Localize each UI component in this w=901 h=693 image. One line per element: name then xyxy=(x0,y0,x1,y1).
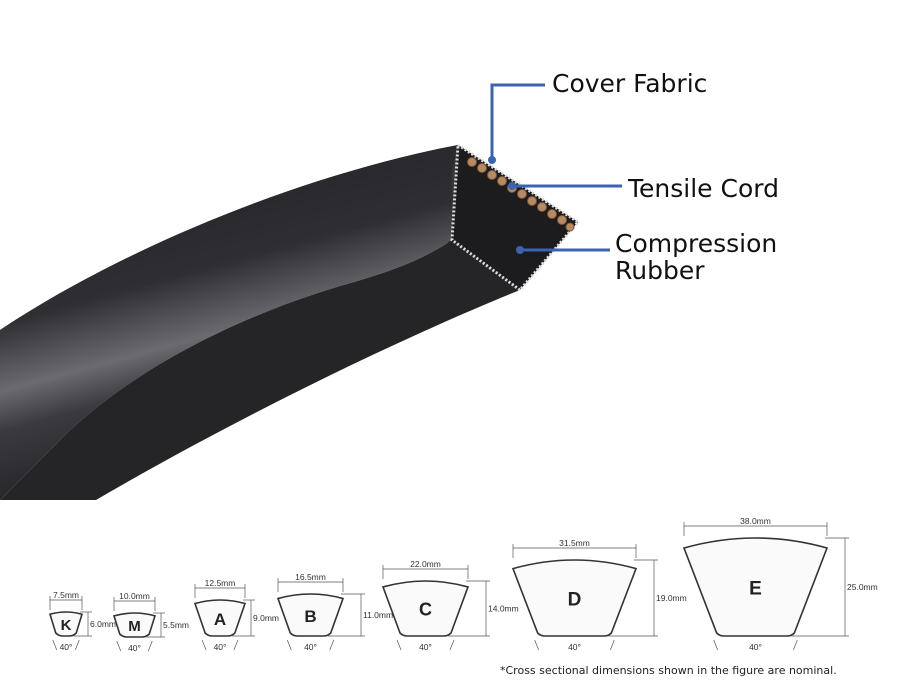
cover-fabric-dot xyxy=(488,156,496,164)
section-top-width-e: 38.0mm xyxy=(740,516,771,526)
cross-section-chart: K 7.5mm 6.0mm 40° M 10.0mm 5.5mm 40° A 12.5mm 9.0m… xyxy=(48,516,878,653)
section-angle-m: 40° xyxy=(128,643,141,653)
section-angle-e: 40° xyxy=(749,642,762,652)
angle-mark-left-m xyxy=(116,640,122,652)
section-top-width-k: 7.5mm xyxy=(53,590,79,600)
angle-mark-right-e xyxy=(793,639,798,651)
section-angle-a: 40° xyxy=(214,642,227,652)
tensile-cord-row xyxy=(467,157,575,232)
footnote: *Cross sectional dimensions shown in the… xyxy=(500,664,837,677)
section-angle-c: 40° xyxy=(419,642,432,652)
section-top-width-b: 16.5mm xyxy=(295,572,326,582)
section-angle-b: 40° xyxy=(304,642,317,652)
v-belt-illustration xyxy=(0,83,622,500)
section-letter-a: A xyxy=(214,610,226,629)
belt-side-lower xyxy=(0,240,520,500)
angle-mark-right-b xyxy=(329,639,335,651)
section-height-m: 5.5mm xyxy=(163,620,189,630)
tensile-cord-dot xyxy=(508,182,516,190)
section-top-width-d: 31.5mm xyxy=(559,538,590,548)
section-letter-d: D xyxy=(568,590,582,611)
angle-mark-left-c xyxy=(396,639,402,651)
section-height-e: 25.0mm xyxy=(847,582,878,592)
angle-mark-left-d xyxy=(534,639,539,651)
section-top-width-c: 22.0mm xyxy=(410,559,441,569)
section-angle-d: 40° xyxy=(568,642,581,652)
section-top-width-m: 10.0mm xyxy=(119,591,150,601)
angle-mark-right-a xyxy=(233,639,239,651)
section-height-a: 9.0mm xyxy=(253,613,279,623)
compression-rubber-label-line1: Compression xyxy=(615,229,778,258)
section-profile-k xyxy=(48,611,84,637)
angle-mark-left-a xyxy=(201,639,207,651)
section-profile-c xyxy=(381,580,470,637)
cross-section-face xyxy=(450,142,581,293)
compression-rubber-dot xyxy=(516,246,524,254)
cover-fabric-label: Cover Fabric xyxy=(552,69,708,98)
angle-mark-left-b xyxy=(286,639,292,651)
angle-mark-right-k xyxy=(74,639,80,651)
tensile-cord-label: Tensile Cord xyxy=(628,174,779,203)
section-height-c: 14.0mm xyxy=(488,604,519,614)
section-letter-k: K xyxy=(61,617,72,634)
section-profile-d xyxy=(511,559,638,637)
angle-mark-right-d xyxy=(610,639,615,651)
section-letter-b: B xyxy=(304,607,316,626)
compression-rubber-label-line2: Rubber xyxy=(615,256,705,285)
section-letter-e: E xyxy=(749,579,762,600)
angle-mark-left-k xyxy=(52,639,58,651)
section-height-b: 11.0mm xyxy=(363,610,393,620)
section-height-d: 19.0mm xyxy=(656,593,687,603)
section-angle-k: 40° xyxy=(60,642,73,652)
section-profile-m xyxy=(112,612,157,638)
section-profile-e xyxy=(682,537,829,637)
angle-mark-left-e xyxy=(713,639,718,651)
section-height-k: 6.0mm xyxy=(90,619,116,629)
section-letter-c: C xyxy=(419,600,432,620)
section-profile-a xyxy=(193,599,247,637)
section-profile-b xyxy=(276,593,345,637)
section-top-width-a: 12.5mm xyxy=(205,578,236,588)
cover-fabric-leader xyxy=(490,83,545,160)
angle-mark-right-m xyxy=(147,640,153,652)
angle-mark-right-c xyxy=(449,639,455,651)
belt-side-surface xyxy=(0,145,458,500)
section-letter-m: M xyxy=(128,618,141,635)
